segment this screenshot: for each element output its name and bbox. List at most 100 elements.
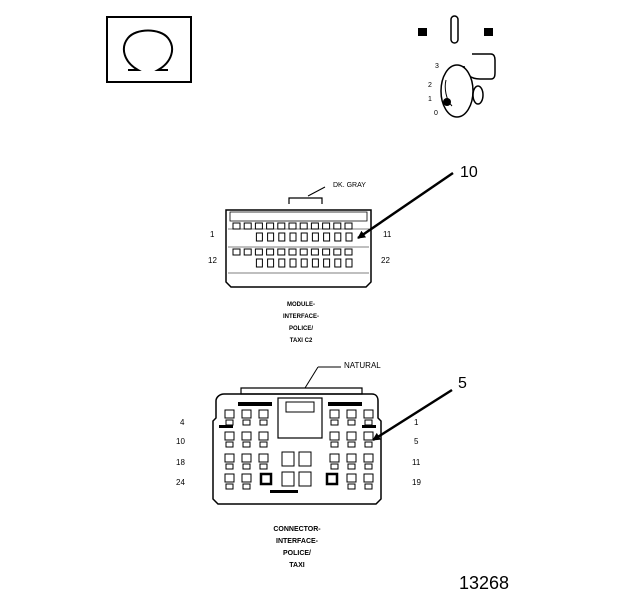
connector-cavity xyxy=(289,232,297,242)
connector-cavity xyxy=(224,473,235,483)
connector1-pin-1: 1 xyxy=(210,230,215,239)
connector-cavity xyxy=(329,409,340,419)
module-connector xyxy=(225,186,372,288)
caption-line: INTERFACE- xyxy=(283,314,319,320)
connector-cavity xyxy=(243,248,252,256)
connector-cavity xyxy=(289,258,297,268)
connector-cavity xyxy=(259,419,268,426)
terminal-block xyxy=(325,472,339,486)
connector-cavity xyxy=(364,463,373,470)
connector-cavity xyxy=(310,248,319,256)
connector-cavity xyxy=(288,248,297,256)
connector-cavity xyxy=(345,258,353,268)
connector-cavity xyxy=(225,463,234,470)
callout-arrow-10 xyxy=(357,171,454,240)
callout-number-5: 5 xyxy=(458,375,467,392)
connector-cavity xyxy=(334,258,342,268)
connector-cavity xyxy=(334,232,342,242)
connector-cavity xyxy=(310,222,319,230)
connector-cavity xyxy=(266,248,275,256)
svg-text:1: 1 xyxy=(428,96,432,103)
ignition-key-icon: 3 2 1 0 xyxy=(418,15,496,118)
connector-cavity xyxy=(241,453,252,463)
connector-cavity xyxy=(281,451,295,467)
connector-cavity xyxy=(298,471,312,487)
connector-cavity xyxy=(323,258,331,268)
caption-line: POLICE/ xyxy=(282,550,311,557)
caption-line: INTERFACE- xyxy=(276,538,318,545)
connector-cavity xyxy=(364,483,373,490)
caption-line: POLICE/ xyxy=(288,326,313,332)
svg-text:2: 2 xyxy=(428,82,432,89)
connector-cavity xyxy=(241,431,252,441)
connector-cavity xyxy=(224,409,235,419)
connector-cavity xyxy=(347,463,356,470)
connector2-color-label: NATURAL xyxy=(344,361,381,370)
module-connector-cavities xyxy=(232,222,353,268)
connector-cavity xyxy=(298,451,312,467)
connector-cavity xyxy=(300,232,308,242)
connector1-color-label: DK. GRAY xyxy=(333,182,366,189)
connector-cavity xyxy=(299,248,308,256)
svg-text:3: 3 xyxy=(435,63,439,70)
connector2-pin-5: 5 xyxy=(414,437,419,446)
callout-number-10: 10 xyxy=(460,164,478,181)
connector2-pin-10: 10 xyxy=(176,437,185,446)
connector-cavity xyxy=(347,483,356,490)
connector-cavity xyxy=(277,222,286,230)
figure-number: 13268 xyxy=(459,573,510,593)
connector-cavity xyxy=(267,232,275,242)
caption-line: MODULE- xyxy=(287,302,315,308)
connector-cavity xyxy=(258,409,269,419)
svg-text:0: 0 xyxy=(434,110,438,117)
interface-connector xyxy=(212,366,382,505)
connector-cavity xyxy=(344,248,353,256)
connector-cavity xyxy=(330,463,339,470)
connector-cavity xyxy=(258,453,269,463)
caption-line: TAXI xyxy=(289,562,305,569)
connector-cavity xyxy=(288,222,297,230)
connector-cavity xyxy=(346,431,357,441)
connector-cavity xyxy=(322,248,331,256)
connector-cavity xyxy=(225,483,234,490)
connector-cavity xyxy=(329,431,340,441)
connector-cavity xyxy=(311,258,319,268)
connector-cavity xyxy=(255,258,263,268)
connector-cavity xyxy=(242,419,251,426)
connector-cavity xyxy=(363,431,374,441)
connector-cavity xyxy=(278,232,286,242)
connector-cavity xyxy=(346,409,357,419)
connector-cavity xyxy=(242,441,251,448)
connector-cavity xyxy=(346,473,357,483)
connector-cavity xyxy=(322,222,331,230)
connector-cavity xyxy=(259,463,268,470)
connector-cavity xyxy=(311,232,319,242)
connector-cavity xyxy=(299,222,308,230)
terminal-block xyxy=(259,472,273,486)
connector-cavity xyxy=(333,248,342,256)
connector-cavity xyxy=(241,409,252,419)
connector-cavity xyxy=(364,419,373,426)
connector2-pin-4: 4 xyxy=(180,418,185,427)
connector-cavity xyxy=(254,248,263,256)
connector-cavity xyxy=(243,222,252,230)
connector-cavity xyxy=(255,232,263,242)
connector-cavity xyxy=(363,453,374,463)
connector-cavity xyxy=(259,441,268,448)
connector2-pin-18: 18 xyxy=(176,458,185,467)
connector-cavity xyxy=(300,258,308,268)
interface-connector-cavities xyxy=(224,409,374,490)
connector-cavity xyxy=(281,471,295,487)
connector-cavity xyxy=(266,222,275,230)
connector-cavity xyxy=(330,419,339,426)
caption-line: CONNECTOR- xyxy=(273,526,321,533)
connector-cavity xyxy=(363,409,374,419)
connector1-caption: MODULE- INTERFACE- POLICE/ TAXI C2 xyxy=(256,299,346,347)
connector-cavity xyxy=(258,431,269,441)
connector-cavity xyxy=(232,222,241,230)
connector-cavity xyxy=(347,419,356,426)
connector-cavity xyxy=(254,222,263,230)
connector-cavity xyxy=(364,441,373,448)
connector2-pin-1: 1 xyxy=(414,418,419,427)
